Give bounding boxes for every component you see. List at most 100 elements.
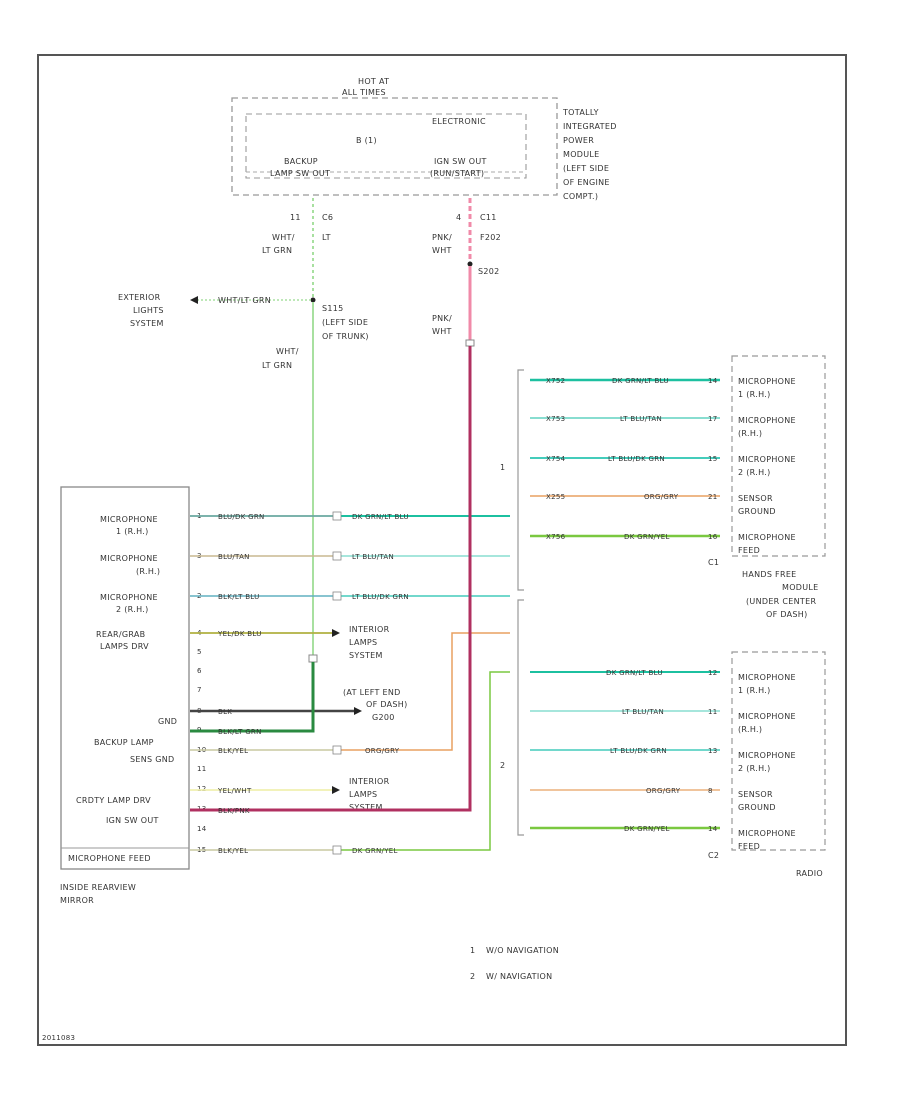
int-lamps-2-line-2: LAMPS [349, 790, 377, 799]
hfm-label-2: MICROPHONE [738, 416, 796, 425]
tipm-module: HOT AT ALL TIMES ELECTRONIC B (1) BACKUP… [231, 77, 616, 201]
int-lamps-1-line-2: LAMPS [349, 638, 377, 647]
wire-label-mic2: LT BLU/DK GRN [352, 593, 409, 601]
legend-text-2: W/ NAVIGATION [486, 972, 552, 981]
wire-label-mic1: DK GRN/LT BLU [352, 513, 409, 521]
mirror-name-2: MIRROR [60, 896, 94, 905]
diagram-frame [37, 54, 847, 1046]
ground-arrow [354, 707, 362, 715]
bracket-group-2 [517, 599, 524, 836]
mirror-label-3: (R.H.) [136, 567, 160, 576]
legend: 1 W/O NAVIGATION 2 W/ NAVIGATION [470, 946, 559, 981]
radio-pin-3: 8 [708, 787, 713, 795]
ign-circuit-num: F202 [480, 233, 501, 242]
int-lamps-1-line-3: SYSTEM [349, 651, 383, 660]
radio-conn-label: C2 [708, 851, 719, 860]
wire-mic-feed-bus [335, 671, 510, 851]
radio-wire-label-0: DK GRN/LT BLU [606, 669, 663, 677]
wire-code-0: BLU/DK GRN [218, 513, 265, 521]
hfm-label-4: MICROPHONE [738, 455, 796, 464]
backup-lower-color-1: WHT/ [276, 347, 299, 356]
hfm-code-3: X255 [546, 493, 565, 501]
hfm-label-5: 2 (R.H.) [738, 468, 771, 477]
mirror-pin-10: 11 [197, 765, 207, 773]
wire-code-3: YEL/DK BLU [217, 630, 262, 638]
wire-code-8: BLK/PNK [218, 807, 250, 815]
backup-color-1: WHT/ [272, 233, 295, 242]
tipm-outer-box [231, 97, 558, 196]
mirror-label-8: GND [158, 717, 177, 726]
ext-lights-label-1: EXTERIOR [118, 293, 161, 302]
hfm-label-7: GROUND [738, 507, 776, 516]
radio-wire-label-3: ORG/GRY [646, 787, 681, 795]
ext-lights-arrow [190, 296, 198, 304]
mirror-label-0: MICROPHONE [100, 515, 158, 524]
ign-conn-label: C11 [480, 213, 497, 222]
mirror-label-4: MICROPHONE [100, 593, 158, 602]
inline-conn-0 [332, 511, 342, 521]
hfm-pin-1: 17 [708, 415, 718, 423]
footer-code: 2011083 [42, 1034, 75, 1042]
hfm-label-1: 1 (R.H.) [738, 390, 771, 399]
bracket-group-1-label: 1 [500, 463, 505, 472]
hfm-label-6: SENSOR [738, 494, 773, 503]
wire-code-1: BLU/TAN [218, 553, 250, 561]
bracket-group-1 [517, 369, 524, 591]
radio-pin-1: 11 [708, 708, 718, 716]
hfm-box [731, 355, 826, 557]
mirror-pin-11: 12 [197, 785, 207, 793]
inline-conn-1 [332, 551, 342, 561]
radio-pin-4: 14 [708, 825, 718, 833]
ext-lights-label-2: LIGHTS [133, 306, 164, 315]
radio-label-6: SENSOR [738, 790, 773, 799]
int-lamps-2-line-3: SYSTEM [349, 803, 383, 812]
ign-lower-color-1: PNK/ [432, 314, 452, 323]
tipm-desc-0: TOTALLY [562, 108, 599, 117]
splice-s115 [310, 297, 316, 303]
mirror-label-2: MICROPHONE [100, 554, 158, 563]
wire-code-4: BLK [218, 708, 232, 716]
mirror-label-12: IGN SW OUT [106, 816, 159, 825]
radio-label-8: MICROPHONE [738, 829, 796, 838]
hfm-pin-4: 16 [708, 533, 718, 541]
hfm-conn-label: C1 [708, 558, 719, 567]
radio-module: MICROPHONE 1 (R.H.) MICROPHONE (R.H.) MI… [530, 651, 826, 878]
mirror-label-9: BACKUP LAMP [94, 738, 154, 747]
ign-lower-color-2: WHT [432, 327, 452, 336]
hfm-pin-3: 21 [708, 493, 718, 501]
mirror-label-5: 2 (R.H.) [116, 605, 149, 614]
wire-code-9: BLK/YEL [218, 847, 248, 855]
backup-inline-connector [308, 654, 318, 663]
wire-label-org-gry: ORG/GRY [365, 747, 400, 755]
radio-label-5: 2 (R.H.) [738, 764, 771, 773]
hfm-wire-label-1: LT BLU/TAN [620, 415, 662, 423]
ign-pin-label: 4 [456, 213, 461, 222]
hfm-code-4: X756 [546, 533, 566, 541]
hfm-code-0: X752 [546, 377, 565, 385]
hfm-label-8: MICROPHONE [738, 533, 796, 542]
ign-inline-connector [465, 339, 475, 347]
tipm-ign-label-1: IGN SW OUT [434, 157, 487, 166]
legend-num-1: 1 [470, 946, 475, 955]
option-brackets: 1 2 [500, 369, 524, 836]
left-end-label-2: OF DASH) [366, 700, 408, 709]
hfm-wire-label-0: DK GRN/LT BLU [612, 377, 669, 385]
tipm-ign-label-2: (RUN/START) [430, 169, 484, 178]
hfm-pin-2: 15 [708, 455, 718, 463]
radio-wire-label-2: LT BLU/DK GRN [610, 747, 667, 755]
hfm-name-3: OF DASH) [766, 610, 808, 619]
mirror-pin-5: 6 [197, 667, 202, 675]
backup-color-suffix: LT [322, 233, 331, 242]
inside-rearview-mirror: MICROPHONE 1 (R.H.) MICROPHONE (R.H.) MI… [60, 486, 207, 905]
inline-conn-3 [332, 745, 342, 755]
wire-code-6: BLK/YEL [218, 747, 248, 755]
radio-label-3: (R.H.) [738, 725, 762, 734]
inline-conn-4 [332, 845, 342, 855]
hfm-code-1: X753 [546, 415, 565, 423]
radio-label-7: GROUND [738, 803, 776, 812]
mirror-box [60, 486, 190, 870]
tipm-hot-label-2: ALL TIMES [342, 88, 386, 97]
backup-lower-color-2: LT GRN [262, 361, 292, 370]
splice-s202 [467, 261, 473, 267]
